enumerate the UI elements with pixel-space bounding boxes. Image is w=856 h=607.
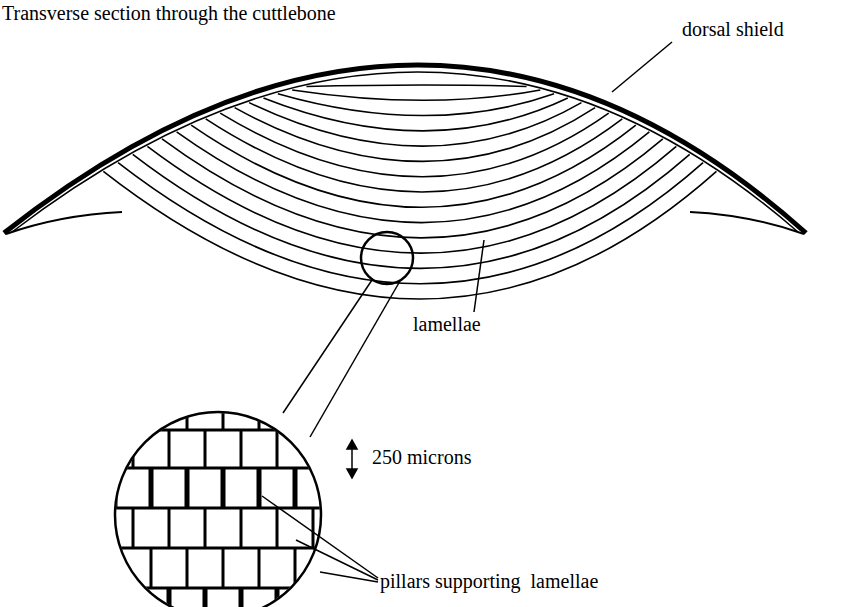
dorsal-shield	[4, 65, 806, 233]
pillar-line	[185, 468, 190, 508]
pillar-line	[258, 400, 261, 430]
inset-circle	[115, 412, 321, 607]
pillar-line	[240, 508, 243, 548]
pillar-line	[329, 468, 334, 508]
pillar-line	[239, 588, 244, 607]
pillar-line	[186, 548, 189, 588]
pillar-line	[114, 548, 117, 588]
diagram-title: Transverse section through the cuttlebon…	[2, 2, 336, 24]
magnify-line	[283, 280, 372, 413]
pillar-line	[150, 400, 153, 430]
part-label: lamellae	[413, 313, 481, 335]
side-flap	[690, 212, 804, 234]
scale-arrow	[347, 440, 357, 478]
pillar-line	[221, 468, 226, 508]
part-label: dorsal shield	[682, 18, 784, 40]
leader-line	[612, 42, 672, 92]
pillar-line	[294, 400, 297, 430]
lamella-line	[100, 429, 340, 432]
lamella-line	[249, 103, 581, 147]
pillar-line	[240, 430, 243, 468]
pillar-line	[168, 508, 171, 548]
pillar-line	[258, 548, 261, 588]
pillar-line	[276, 430, 279, 468]
lamella-line	[191, 125, 636, 207]
dimension-label: 250 microns	[372, 446, 471, 468]
pillar-line	[330, 400, 333, 430]
lamella-line	[103, 171, 716, 299]
lamella-line	[306, 85, 526, 87]
lamella-line	[100, 467, 340, 470]
lamella-line	[278, 94, 554, 116]
part-label: pillars supporting lamellae	[380, 570, 598, 592]
pillar-line	[204, 430, 207, 468]
pillar-line	[203, 588, 208, 607]
lamella-line	[235, 108, 595, 162]
lamella-line	[100, 547, 340, 550]
lamella-line	[100, 399, 340, 402]
lamella-line	[220, 113, 609, 177]
inset-lamellae	[100, 400, 340, 607]
lamella-line	[100, 507, 340, 510]
pillar-line	[293, 468, 298, 508]
pillar-line	[222, 548, 225, 588]
leader-lines	[262, 496, 378, 582]
pillar-line	[330, 548, 333, 588]
magnify-line	[310, 281, 400, 437]
pillar-line	[311, 588, 316, 607]
pillar-line	[276, 508, 279, 548]
lamella-line	[162, 139, 663, 238]
pillar-line	[186, 400, 189, 430]
lamella-line	[206, 119, 623, 192]
lamella-line	[100, 587, 340, 590]
pillar-line	[204, 508, 207, 548]
pillar-line	[114, 400, 117, 430]
pillar-line	[312, 508, 315, 548]
pillar-line	[131, 588, 136, 607]
section-marker	[361, 232, 413, 284]
side-flap	[6, 212, 122, 234]
lamella-line	[263, 98, 567, 131]
pillar-line	[149, 468, 154, 508]
leader-line	[474, 240, 484, 312]
dorsal-shield-inner	[12, 72, 798, 232]
lamella-line	[118, 163, 703, 284]
pillar-line	[312, 430, 315, 468]
pillar-line	[132, 430, 135, 468]
lamella-line	[292, 90, 540, 100]
pillar-line	[257, 468, 262, 508]
pillar-line	[150, 548, 153, 588]
pillar-line	[168, 430, 171, 468]
pillar-line	[222, 400, 225, 430]
pillar-line	[132, 508, 135, 548]
